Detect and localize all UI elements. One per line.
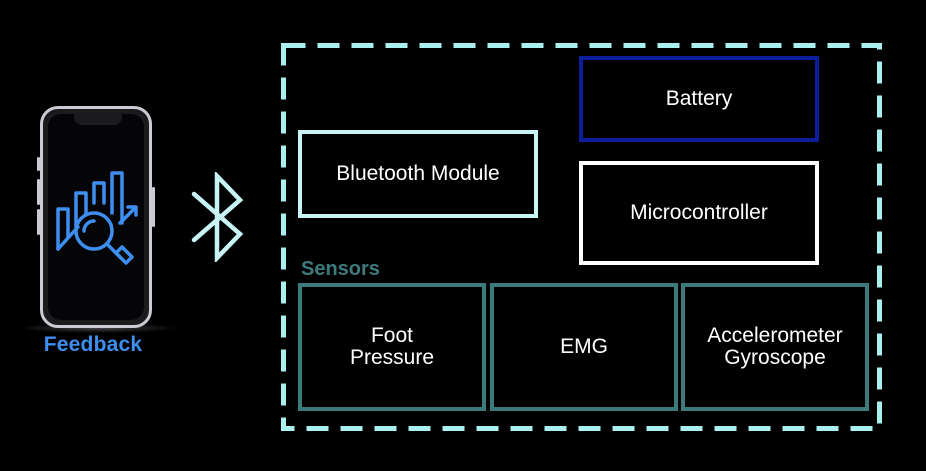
analytics-magnifier-icon bbox=[56, 171, 138, 265]
microcontroller-label: Microcontroller bbox=[630, 200, 768, 224]
phone-side-button bbox=[37, 157, 40, 171]
emg-label: EMG bbox=[560, 334, 608, 358]
feedback-label: Feedback bbox=[43, 333, 143, 356]
gyroscope-label: Gyroscope bbox=[724, 346, 826, 369]
foot-pressure-line1: Foot bbox=[370, 323, 414, 347]
phone-power-button bbox=[152, 187, 155, 227]
bluetooth-module-box: Bluetooth Module bbox=[298, 130, 538, 218]
battery-label: Battery bbox=[665, 86, 733, 110]
phone-volume-down-button bbox=[37, 209, 40, 235]
emg-sensor-box: EMG bbox=[490, 283, 678, 411]
foot-pressure-sensor-box: Foot Pressure bbox=[298, 283, 486, 411]
phone-screen bbox=[48, 114, 144, 320]
bluetooth-module-label: Bluetooth Module bbox=[336, 161, 500, 185]
microcontroller-box: Microcontroller bbox=[579, 161, 819, 265]
phone-volume-up-button bbox=[37, 179, 40, 205]
bluetooth-icon bbox=[191, 172, 244, 262]
phone-shadow bbox=[18, 323, 178, 333]
accelerometer-label: Accelerometer bbox=[707, 323, 843, 347]
phone-notch bbox=[74, 114, 122, 125]
smartphone bbox=[37, 106, 155, 328]
battery-box: Battery bbox=[579, 56, 819, 142]
sensors-title: Sensors bbox=[301, 258, 380, 280]
imu-label: Accelerometer Gyroscope bbox=[707, 323, 843, 369]
device-boundary bbox=[281, 43, 882, 431]
foot-pressure-line2: Pressure bbox=[349, 346, 435, 369]
imu-sensor-box: Accelerometer Gyroscope bbox=[681, 283, 869, 411]
foot-pressure-label: Foot Pressure bbox=[349, 323, 435, 369]
